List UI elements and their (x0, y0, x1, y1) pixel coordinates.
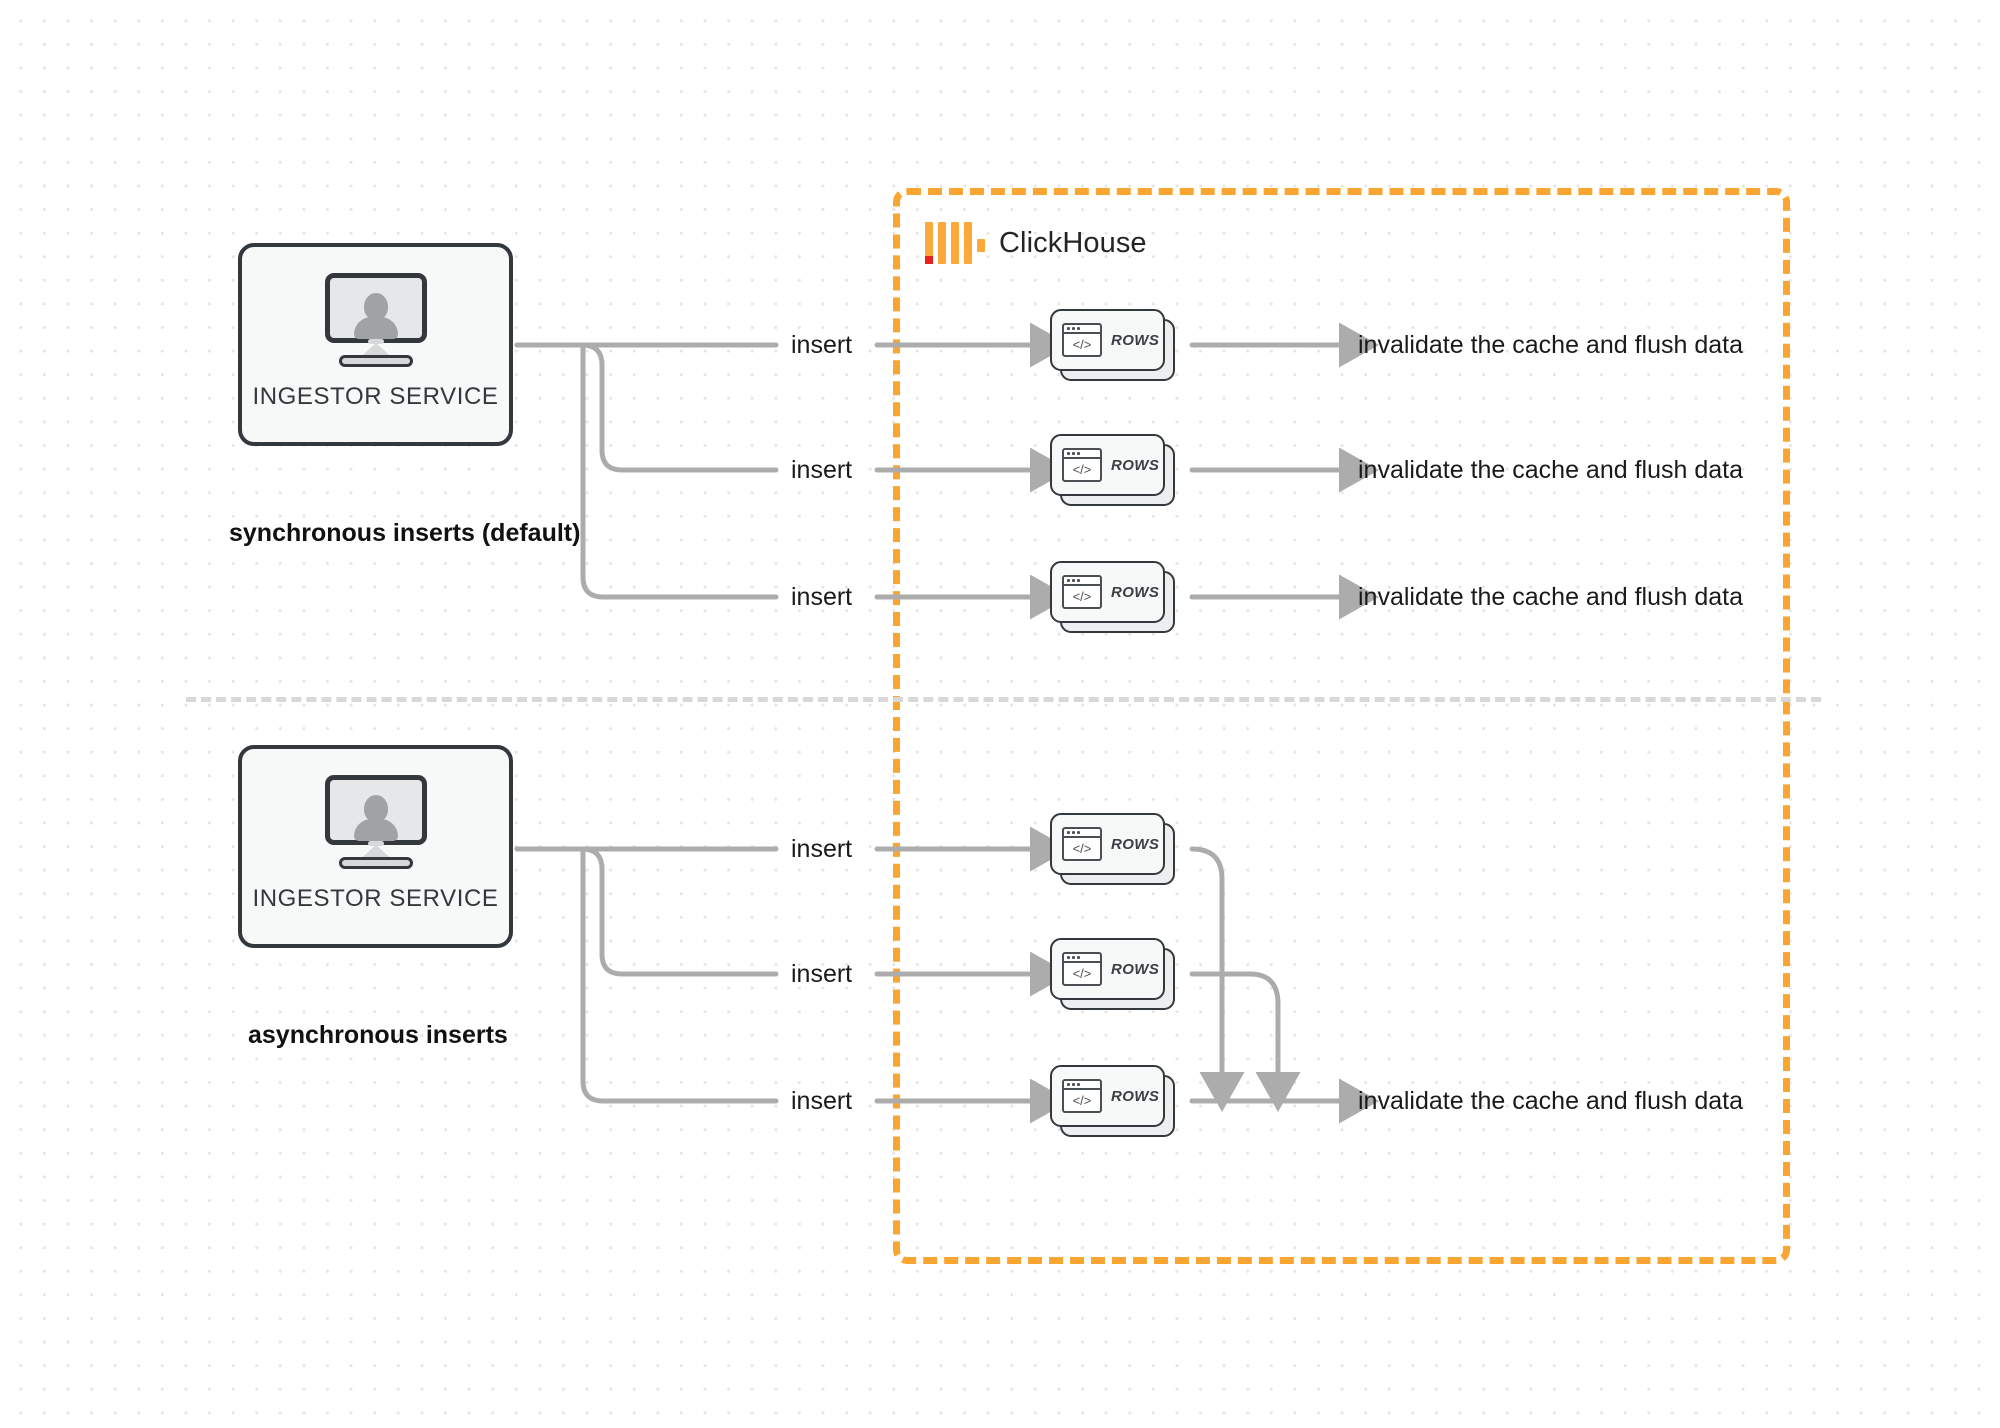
window-titlebar (1064, 450, 1100, 459)
sync-ingestor-service: INGESTOR SERVICE (238, 243, 513, 446)
monitor-base (338, 857, 413, 869)
code-window-icon: </> (1062, 952, 1102, 986)
insert-label: insert (791, 1087, 853, 1115)
sync-service-label: INGESTOR SERVICE (252, 383, 499, 410)
window-titlebar (1064, 954, 1100, 963)
insert-label: insert (791, 960, 853, 988)
code-window-icon: </> (1062, 1079, 1102, 1113)
rows-card: </> ROWS (1050, 813, 1175, 885)
rows-card-front: </> ROWS (1050, 309, 1165, 371)
logo-bar-stub (977, 239, 985, 252)
code-glyph: </> (1072, 841, 1092, 856)
monitor-notch (367, 841, 384, 846)
rows-card: </> ROWS (1050, 561, 1175, 633)
rows-card: </> ROWS (1050, 434, 1175, 506)
monitor-screen (324, 775, 427, 845)
insert-label: insert (791, 331, 853, 359)
logo-bar-1 (925, 222, 933, 264)
code-window-icon: </> (1062, 323, 1102, 357)
rows-card: </> ROWS (1050, 309, 1175, 381)
flush-result-label: invalidate the cache and flush data (1358, 583, 1743, 611)
logo-bar-4 (964, 222, 972, 264)
rows-card-front: </> ROWS (1050, 561, 1165, 623)
code-window-icon: </> (1062, 827, 1102, 861)
clickhouse-boundary (893, 188, 1790, 1264)
async-service-label: INGESTOR SERVICE (252, 885, 499, 912)
sync-section-caption: synchronous inserts (default) (229, 519, 581, 547)
section-divider (186, 697, 1821, 702)
code-glyph: </> (1072, 337, 1092, 352)
logo-bar-3 (951, 222, 959, 264)
window-titlebar (1064, 325, 1100, 334)
logo-red-square (925, 256, 933, 264)
async-section-caption: asynchronous inserts (248, 1021, 508, 1049)
rows-label: ROWS (1111, 331, 1160, 349)
code-window-icon: </> (1062, 448, 1102, 482)
rows-label: ROWS (1111, 835, 1160, 853)
person-head (363, 795, 388, 822)
clickhouse-header: ClickHouse (925, 222, 1147, 264)
rows-card: </> ROWS (1050, 1065, 1175, 1137)
window-titlebar (1064, 1081, 1100, 1090)
person-body (353, 819, 398, 841)
code-glyph: </> (1072, 966, 1092, 981)
flush-result-label-merged: invalidate the cache and flush data (1358, 1087, 1743, 1115)
insert-label: insert (791, 835, 853, 863)
flush-result-label: invalidate the cache and flush data (1358, 456, 1743, 484)
insert-label: insert (791, 456, 853, 484)
monitor-screen (324, 273, 427, 343)
rows-label: ROWS (1111, 456, 1160, 474)
monitor-notch (367, 339, 384, 344)
logo-bar-2 (938, 222, 946, 264)
code-glyph: </> (1072, 589, 1092, 604)
clickhouse-logo (925, 222, 985, 264)
code-glyph: </> (1072, 462, 1092, 477)
rows-label: ROWS (1111, 960, 1160, 978)
code-glyph: </> (1072, 1093, 1092, 1108)
rows-card-front: </> ROWS (1050, 1065, 1165, 1127)
code-window-icon: </> (1062, 575, 1102, 609)
person-head (363, 293, 388, 320)
rows-card-front: </> ROWS (1050, 938, 1165, 1000)
rows-label: ROWS (1111, 1087, 1160, 1105)
window-titlebar (1064, 577, 1100, 586)
monitor-user-icon (318, 775, 434, 869)
rows-card: </> ROWS (1050, 938, 1175, 1010)
rows-card-front: </> ROWS (1050, 813, 1165, 875)
person-body (353, 317, 398, 339)
monitor-user-icon (318, 273, 434, 367)
monitor-base (338, 355, 413, 367)
window-titlebar (1064, 829, 1100, 838)
rows-card-front: </> ROWS (1050, 434, 1165, 496)
insert-label: insert (791, 583, 853, 611)
rows-label: ROWS (1111, 583, 1160, 601)
clickhouse-label: ClickHouse (999, 226, 1147, 259)
flush-result-label: invalidate the cache and flush data (1358, 331, 1743, 359)
async-ingestor-service: INGESTOR SERVICE (238, 745, 513, 948)
